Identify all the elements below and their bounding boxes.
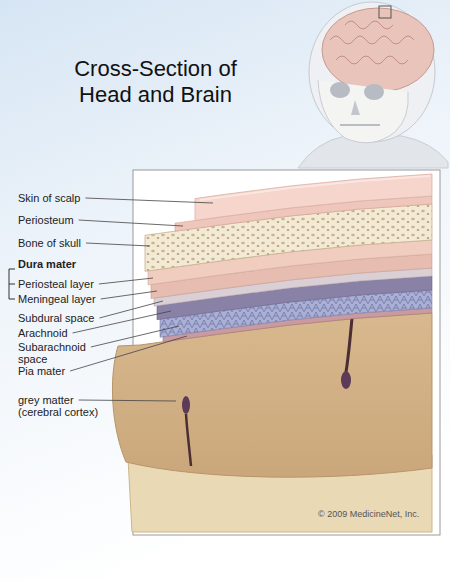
gyri bbox=[330, 21, 414, 64]
sulcus bbox=[346, 318, 352, 372]
skull-face bbox=[318, 80, 408, 143]
skin-highlight bbox=[200, 176, 430, 200]
sulcus bbox=[182, 396, 190, 414]
part-label: Periosteal layer bbox=[18, 278, 94, 290]
part-label: Pia mater bbox=[18, 365, 65, 377]
eye-socket bbox=[364, 84, 384, 100]
leader-line bbox=[99, 301, 163, 318]
cross-section bbox=[112, 174, 432, 532]
part-label: grey matter (cerebral cortex) bbox=[18, 394, 113, 418]
sulcus bbox=[341, 371, 351, 389]
grey-matter bbox=[112, 313, 432, 477]
leader-line bbox=[85, 198, 213, 203]
sulcus bbox=[186, 414, 191, 466]
part-label: Bone of skull bbox=[18, 237, 81, 249]
group-label: Dura mater bbox=[18, 258, 76, 270]
leader-line bbox=[70, 336, 187, 371]
leader-line bbox=[91, 326, 179, 347]
leader-line bbox=[101, 291, 157, 299]
leader-line bbox=[86, 243, 150, 246]
leader-line bbox=[79, 400, 176, 401]
part-label: Skin of scalp bbox=[18, 192, 80, 204]
head-icon bbox=[298, 2, 448, 168]
part-label: Arachnoid bbox=[18, 327, 68, 339]
eye-socket bbox=[330, 82, 350, 98]
leader-line bbox=[99, 278, 153, 284]
part-label: Subarachnoid space bbox=[18, 341, 92, 365]
watermark: © 2009 MedicineNet, Inc. bbox=[318, 508, 419, 520]
teeth bbox=[340, 124, 380, 126]
part-label: Subdural space bbox=[18, 312, 94, 324]
part-label: Periosteum bbox=[18, 214, 74, 226]
leader-line bbox=[79, 220, 183, 226]
part-label: Meningeal layer bbox=[18, 293, 96, 305]
title: Cross-Section of Head and Brain bbox=[48, 56, 263, 108]
location-marker bbox=[379, 6, 391, 18]
brain-icon bbox=[322, 8, 434, 92]
head-outline bbox=[309, 2, 435, 142]
nose bbox=[351, 100, 360, 115]
skin-of-scalp bbox=[195, 174, 432, 221]
bracket bbox=[9, 269, 15, 299]
